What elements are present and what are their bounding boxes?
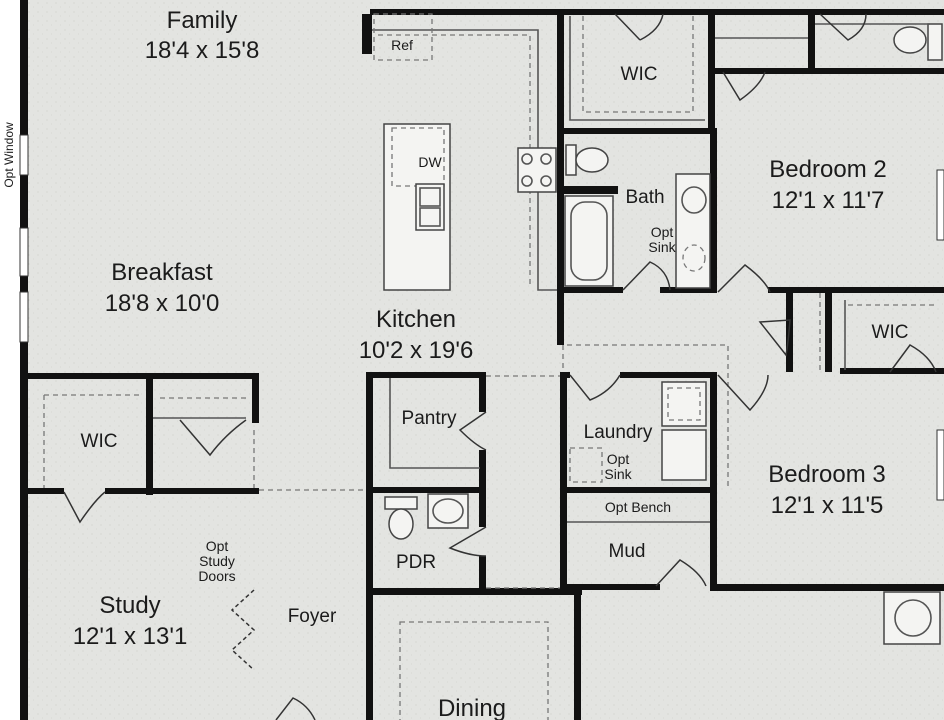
opt-sink-bath-line1: Opt — [651, 224, 674, 240]
opt-sink-laundry-line1: Opt — [607, 451, 630, 467]
wic-top-label: WIC — [621, 64, 658, 85]
opt-bench-label: Opt Bench — [605, 499, 671, 515]
breakfast-label: Breakfast — [111, 259, 213, 286]
dining-label: Dining — [438, 695, 506, 720]
ref-label: Ref — [391, 37, 413, 53]
bath-label: Bath — [625, 187, 664, 208]
floor-area — [24, 0, 944, 720]
bedroom2-label: Bedroom 2 — [769, 156, 886, 183]
doors — [63, 13, 937, 720]
kitchen-dim: 10'2 x 19'6 — [359, 337, 474, 364]
study-dim: 12'1 x 13'1 — [73, 623, 188, 650]
opt-sink-bath-line2: Sink — [648, 239, 676, 255]
casework — [19, 13, 944, 720]
opt-study-doors-line2: Study — [199, 553, 235, 569]
opt-window-label: Opt Window — [2, 122, 16, 188]
room-labels: Family 18'4 x 15'8 Breakfast 18'8 x 10'0… — [2, 7, 908, 720]
dw-label: DW — [418, 154, 442, 170]
kitchen-label: Kitchen — [376, 306, 456, 333]
pdr-label: PDR — [396, 552, 436, 573]
opt-sink-laundry-line2: Sink — [604, 466, 632, 482]
bedroom2-dim: 12'1 x 11'7 — [772, 187, 885, 214]
laundry-label: Laundry — [584, 422, 653, 443]
breakfast-dim: 18'8 x 10'0 — [105, 290, 220, 317]
opt-study-doors-line3: Doors — [198, 568, 235, 584]
foyer-label: Foyer — [288, 606, 337, 627]
family-dim: 18'4 x 15'8 — [145, 37, 260, 64]
wic-left-label: WIC — [81, 431, 118, 452]
bedroom3-label: Bedroom 3 — [768, 461, 885, 488]
bedroom3-dim: 12'1 x 11'5 — [771, 492, 884, 519]
study-label: Study — [99, 592, 160, 619]
family-label: Family — [167, 7, 238, 34]
mud-label: Mud — [609, 541, 646, 562]
pantry-label: Pantry — [402, 408, 457, 429]
wic-right-label: WIC — [872, 322, 909, 343]
opt-study-doors-line1: Opt — [206, 538, 229, 554]
walls — [20, 0, 944, 720]
